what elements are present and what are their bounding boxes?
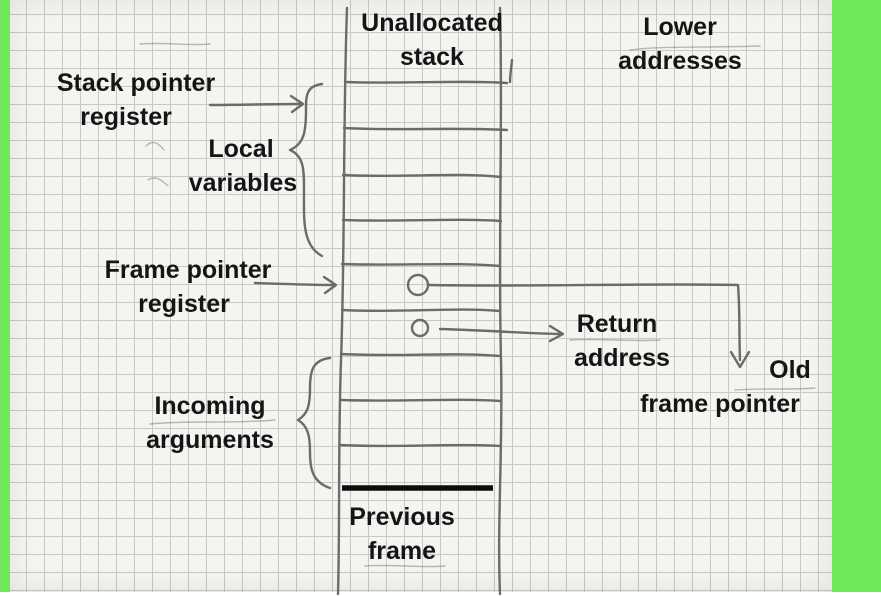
faint-pencil-mark	[139, 42, 211, 46]
old-frame-pointer-slot-circle	[406, 273, 430, 297]
faint-pencil-mark	[734, 387, 816, 391]
faint-pencil-mark	[364, 564, 446, 568]
return-address-label: Return address	[574, 310, 670, 372]
previous-frame-label: Previous frame	[349, 503, 455, 565]
local-variables-brace	[288, 82, 324, 258]
stack-pointer-arrowhead	[289, 94, 305, 114]
graph-paper	[10, 0, 832, 592]
incoming-arguments-brace	[296, 356, 332, 490]
bottom-strip	[0, 592, 881, 596]
lower-addresses-label: Lower addresses	[618, 13, 742, 75]
stack-slot-line	[339, 398, 502, 403]
incoming-arguments-label: Incoming arguments	[146, 392, 274, 454]
frame-pointer-register-label: Frame pointer register	[104, 256, 272, 318]
stack-slot-line	[341, 218, 503, 223]
faint-pencil-mark	[145, 141, 165, 151]
old-frame-pointer-label: Old frame pointer	[640, 356, 811, 418]
frame-pointer-arrowhead	[322, 275, 338, 295]
return-address-arrow	[438, 327, 562, 336]
stack-slot-line	[340, 308, 502, 313]
return-address-slot-circle	[410, 318, 430, 338]
faint-pencil-mark	[147, 177, 169, 187]
stack-right-wall	[497, 6, 503, 596]
frame-pointer-arrow	[253, 281, 336, 287]
stack-slot-line	[338, 443, 502, 448]
stack-slot-line	[341, 173, 503, 179]
stack-slot-line	[340, 262, 502, 268]
faint-pencil-mark	[629, 45, 761, 51]
stack-left-wall	[336, 6, 349, 596]
stack-slot-line	[339, 352, 502, 358]
faint-pencil-mark	[569, 338, 661, 342]
old-frame-pointer-arrow	[427, 283, 742, 362]
local-variables-label: Local variables	[188, 135, 298, 197]
old-frame-pointer-arrowhead	[729, 350, 751, 369]
stack-pointer-register-label: Stack pointer register	[56, 69, 216, 131]
return-address-arrowhead	[548, 324, 565, 343]
faint-pencil-mark	[149, 419, 276, 425]
stack-right-wall-extra	[508, 58, 514, 84]
stack-pointer-arrow	[208, 102, 302, 107]
stack-slot-line	[343, 80, 509, 85]
stack-slot-line	[342, 126, 509, 132]
unallocated-stack-label: Unallocated stack	[361, 9, 503, 71]
